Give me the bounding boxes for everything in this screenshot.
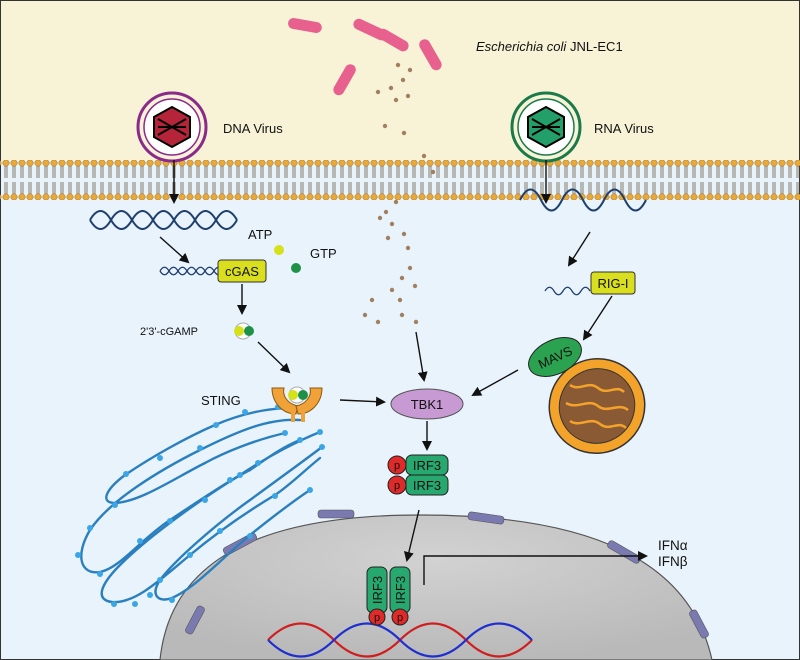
cgas-label: cGAS [225,264,259,279]
tbk1-protein [390,388,464,420]
nuclear-pore [467,511,505,525]
ifn-beta-label: IFNβ [658,554,688,569]
mavs-protein [528,337,582,377]
rna-virus [510,91,582,163]
irf3-dimer-cytoplasmic [387,454,449,496]
sting-label: STING [201,393,241,408]
tbk1-label: TBK1 [411,397,444,412]
mitochondrion [548,357,646,455]
irf3-nuclear-label-left: IRF3 [370,576,385,604]
irf3-label-bottom: IRF3 [413,478,441,493]
phospho-nuclear-right: p [397,612,403,624]
bacterial-particles [362,62,436,325]
cgas-protein [217,259,267,283]
plasma-membrane [0,160,800,200]
arrow-cgamp-to-sting [257,341,291,374]
arrow-mavs-to-tbk1 [471,369,519,396]
extracellular-space [0,0,800,160]
cgamp-molecule [234,322,254,340]
arrow-to-ifn [423,551,648,585]
arrow-rigi-to-mavs [582,295,613,341]
nuclear-pore [185,605,205,635]
arrow-sting-to-tbk1 [339,396,386,407]
arrow-particles-to-tbk1 [415,331,428,382]
nuclear-pore [689,609,709,639]
arrow-dna-to-cgas [159,236,190,264]
irf3-nuclear-label-right: IRF3 [393,576,408,604]
phospho-label-top: p [394,460,400,472]
phospho-nuclear-left: p [374,612,380,624]
ecoli-species: Escherichia coli [476,39,567,54]
arrow-irf3-to-nucleus [404,509,420,562]
viral-dsdna [89,210,238,230]
cytosolic-rna [544,286,591,296]
rigi-label: RIG-I [597,276,628,291]
ribosomes [75,404,325,607]
rna-virus-label: RNA Virus [594,121,654,136]
dna-virus-label: DNA Virus [223,121,283,136]
ifn-alpha-label: IFNα [658,538,688,553]
nuclear-dna [267,622,533,658]
gtp-molecule [291,263,301,273]
sting-protein [271,386,323,422]
gtp-label: GTP [310,246,337,261]
ecoli-strain: JNL-EC1 [566,39,622,54]
arrow-rna-to-rigi [567,231,591,267]
cgamp-label: 2'3'-cGAMP [140,326,198,338]
rigi-protein [590,271,636,295]
nuclear-pore [317,509,355,519]
dna-virus [136,91,208,163]
atp-molecule [274,245,284,255]
irf3-dimer-nuclear [366,566,411,626]
bacteria-cluster [288,17,442,96]
viral-rna [519,188,647,212]
ecoli-label: Escherichia coli JNL-EC1 [476,39,623,54]
phospho-label-bottom: p [394,480,400,492]
cytosolic-dna [159,266,224,276]
irf3-label-top: IRF3 [413,458,441,473]
atp-label: ATP [248,227,272,242]
